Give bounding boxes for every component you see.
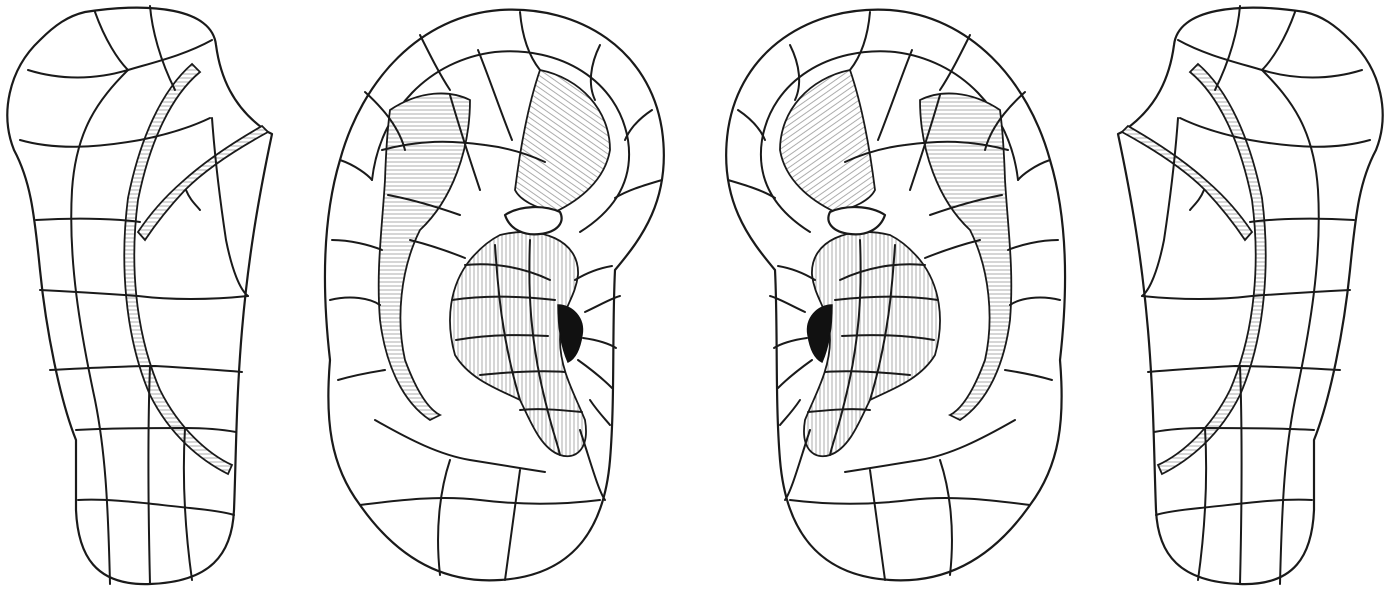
ear-front-left: [325, 10, 664, 581]
ear-back-left: [7, 6, 272, 584]
ear-front-right: [726, 10, 1065, 581]
ear-back-right: [1118, 6, 1383, 584]
